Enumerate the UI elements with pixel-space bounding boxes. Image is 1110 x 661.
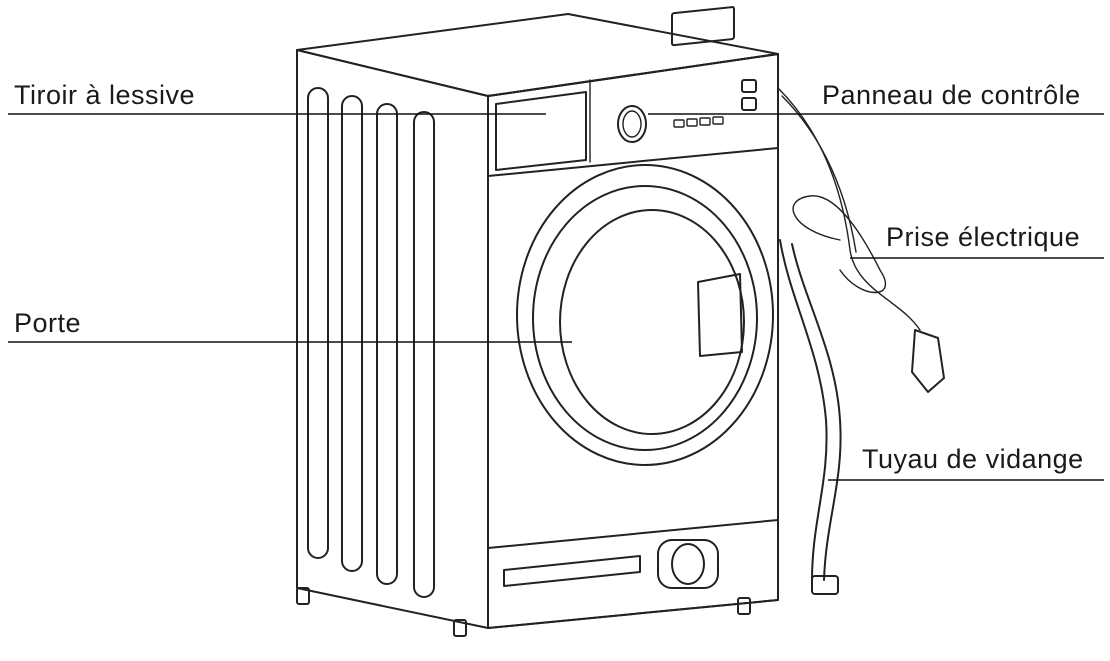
control-band bbox=[487, 53, 779, 177]
side-panel-slots bbox=[307, 87, 435, 598]
machine-top bbox=[296, 13, 779, 97]
detergent-drawer bbox=[495, 91, 587, 171]
door bbox=[516, 164, 774, 466]
label-plug: Prise électrique bbox=[886, 222, 1081, 252]
drain-hose bbox=[779, 239, 842, 595]
kick-panel bbox=[487, 519, 779, 629]
control-panel bbox=[617, 6, 757, 143]
label-door: Porte bbox=[14, 308, 82, 338]
plug bbox=[911, 329, 945, 393]
machine-front-panel bbox=[487, 53, 779, 629]
power-cord bbox=[777, 87, 945, 393]
machine-side-panel bbox=[296, 49, 489, 629]
label-control-panel: Panneau de contrôle bbox=[822, 80, 1081, 110]
label-drawer: Tiroir à lessive bbox=[14, 80, 196, 110]
machine-feet bbox=[296, 587, 751, 637]
label-drain-hose: Tuyau de vidange bbox=[862, 444, 1084, 474]
door-handle bbox=[697, 273, 743, 357]
